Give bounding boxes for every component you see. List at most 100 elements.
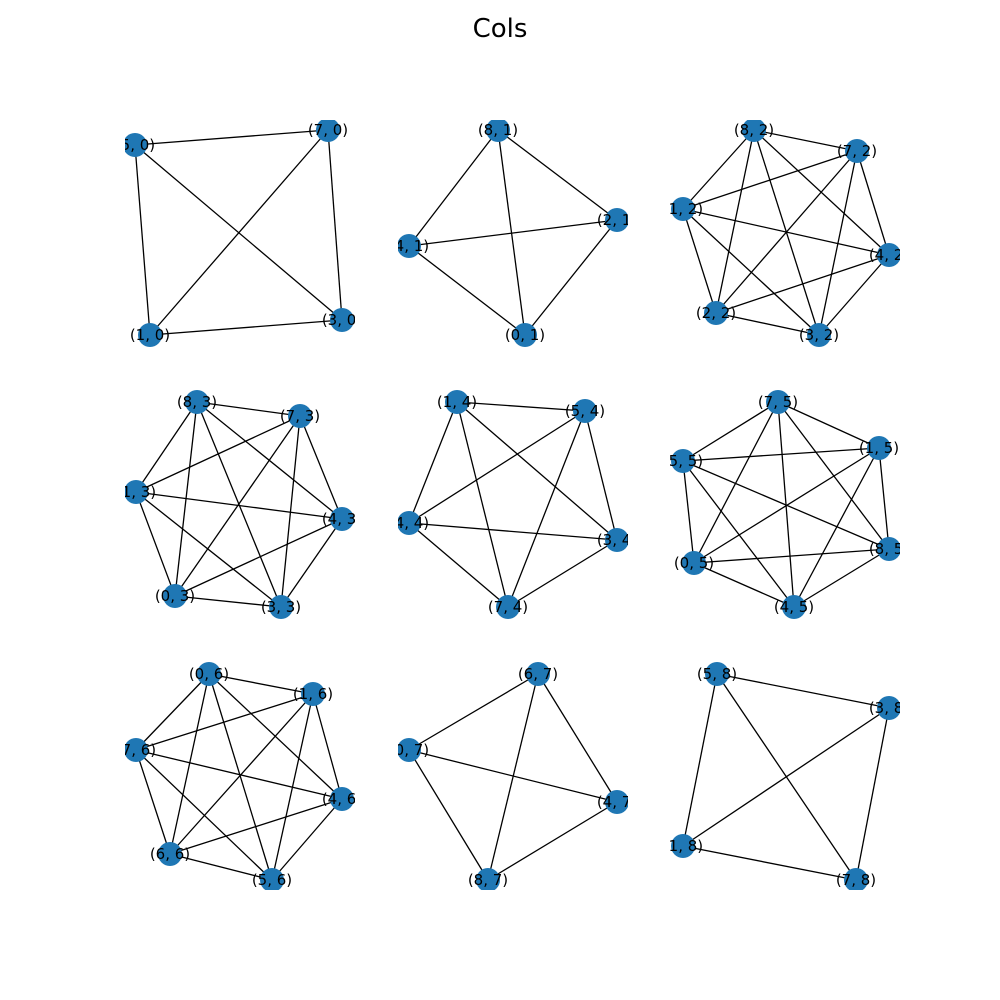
- node-label: (3, 4): [597, 531, 637, 549]
- edge: [135, 491, 282, 608]
- edge: [693, 401, 779, 564]
- node: [486, 120, 510, 142]
- node: [526, 662, 550, 686]
- edge: [793, 548, 890, 608]
- node-label: (5, 4): [565, 402, 605, 420]
- edge: [135, 491, 343, 520]
- edge: [327, 129, 343, 321]
- edge: [280, 415, 301, 608]
- edge: [855, 707, 890, 881]
- graph-col-4: (1, 4)(5, 4)(3, 4)(7, 4)(4, 4): [398, 390, 637, 619]
- node-label: (3, 2): [799, 326, 839, 344]
- node-label: (1, 3): [116, 483, 156, 501]
- node: [573, 399, 597, 423]
- edge: [174, 415, 301, 597]
- node-label: (8, 5): [869, 540, 909, 558]
- edge: [682, 208, 820, 336]
- edge: [715, 312, 820, 336]
- node: [671, 834, 695, 858]
- edge: [408, 522, 509, 608]
- node: [605, 790, 628, 814]
- edge: [524, 219, 618, 336]
- edge: [408, 129, 499, 247]
- edge: [135, 749, 343, 800]
- graph-col-2: (8, 2)(7, 2)(4, 2)(3, 2)(2, 2)(1, 2): [663, 120, 900, 347]
- edge: [299, 415, 343, 520]
- node: [398, 234, 421, 258]
- edge: [856, 150, 890, 256]
- edge: [682, 447, 880, 462]
- edge: [693, 562, 795, 608]
- edge: [507, 410, 586, 608]
- edge: [777, 401, 890, 550]
- node-label: (1, 2): [663, 200, 703, 218]
- edge: [497, 129, 526, 336]
- edge: [280, 518, 343, 608]
- node-label: (4, 7): [597, 793, 637, 811]
- edge: [777, 401, 880, 449]
- edge: [135, 673, 210, 751]
- edge: [456, 401, 586, 412]
- node-label: (0, 5): [674, 554, 714, 572]
- node-label: (4, 1): [389, 237, 429, 255]
- graph-col-7: (6, 7)(4, 7)(8, 7)(0, 7): [398, 662, 637, 890]
- edge: [174, 518, 343, 597]
- edge: [715, 254, 890, 314]
- edge: [537, 673, 618, 803]
- node-label: (1, 6): [293, 685, 333, 703]
- node: [877, 696, 900, 720]
- edge: [682, 208, 890, 256]
- edge: [408, 245, 526, 336]
- edge: [135, 491, 176, 597]
- node: [138, 323, 162, 347]
- edge: [408, 749, 618, 803]
- edge: [208, 673, 314, 695]
- node-label: (4, 6): [322, 790, 362, 808]
- node: [398, 511, 421, 535]
- node-label: (5, 0): [115, 136, 155, 154]
- node-label: (1, 4): [437, 393, 477, 411]
- node-label: (5, 5): [663, 452, 703, 470]
- edge: [693, 548, 890, 564]
- node: [671, 197, 695, 221]
- node: [877, 243, 900, 267]
- edge: [169, 853, 273, 881]
- edge: [682, 460, 890, 550]
- node-label: (2, 1): [597, 211, 637, 229]
- node: [445, 390, 469, 414]
- node-label: (8, 7): [468, 871, 508, 889]
- edge: [169, 673, 210, 855]
- node: [496, 595, 520, 619]
- edge: [682, 208, 717, 314]
- node: [476, 868, 500, 890]
- node: [605, 208, 628, 232]
- edge: [793, 447, 880, 608]
- node-label: (5, 8): [697, 665, 737, 683]
- node-label: (2, 2): [696, 304, 736, 322]
- node-label: (3, 8): [869, 699, 909, 717]
- node-label: (0, 3): [155, 587, 195, 605]
- edge: [456, 401, 509, 608]
- edge: [149, 129, 329, 336]
- node-label: (5, 6): [252, 871, 292, 889]
- edge: [682, 845, 857, 881]
- node-label: (3, 3): [261, 598, 301, 616]
- edge: [271, 798, 343, 881]
- graph-col-6: (0, 6)(1, 6)(4, 6)(5, 6)(6, 6)(7, 6): [125, 662, 362, 890]
- node: [705, 662, 729, 686]
- node: [301, 682, 325, 706]
- edge: [135, 415, 301, 493]
- node: [163, 584, 187, 608]
- node: [125, 133, 147, 157]
- node-label: (0, 6): [189, 665, 229, 683]
- node: [605, 528, 628, 552]
- edge: [208, 673, 273, 881]
- node: [398, 738, 421, 762]
- node: [766, 390, 790, 414]
- edge: [408, 522, 618, 541]
- edge: [408, 749, 489, 881]
- node-label: (1, 8): [663, 837, 703, 855]
- graph-col-8: (5, 8)(3, 8)(7, 8)(1, 8): [663, 662, 909, 890]
- node: [269, 595, 293, 619]
